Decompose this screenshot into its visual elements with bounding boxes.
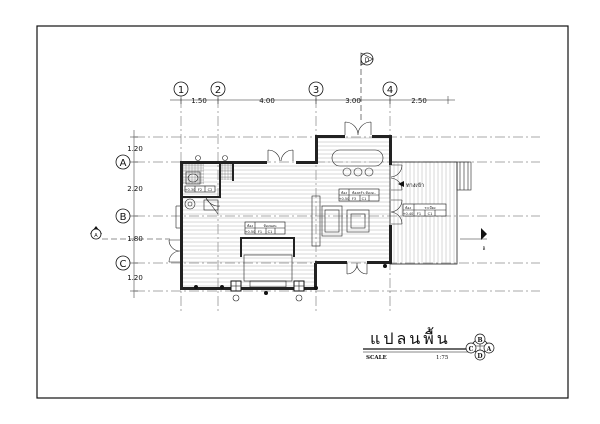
terrace-note: ทางเข้า — [406, 182, 424, 189]
top-dimension-line: 1.50 4.00 3.00 2.50 — [170, 96, 455, 105]
room-tag-terrace: ห้อง ระเบียง +0.40 F1 C1 — [403, 203, 447, 217]
room-tag-terrace-ceiling: C1 — [428, 212, 433, 216]
grid-bubble-c: C — [115, 255, 131, 271]
bath-fixtures — [184, 155, 228, 211]
grid-bubble-3: 3 — [308, 81, 324, 97]
dimension-4-edge: 2.50 — [411, 97, 427, 105]
sofa-set — [311, 195, 370, 247]
grid-bubble-2-label: 2 — [215, 85, 221, 96]
arrow-icon — [398, 181, 404, 187]
scale-label: SCALE — [366, 355, 387, 361]
grid-bubble-b: B — [115, 208, 131, 224]
room-tag-bath-floor: F2 — [198, 188, 202, 192]
grid-bubble-a-label: A — [120, 158, 127, 169]
kitchen-counter — [331, 149, 384, 177]
room-tag-bath-ceiling: C2 — [208, 188, 213, 192]
room-tag-kitchen-name: ห้องครัว-ห้องอ.. — [352, 191, 376, 195]
compass-key-left: C — [469, 346, 474, 353]
section-marker-left: A — [90, 226, 170, 240]
grid-bubble-1: 1 — [173, 81, 189, 97]
room-tag-kitchen-head: ห้อง — [341, 191, 347, 195]
room-tag-terrace-name: ระเบียง — [425, 205, 436, 210]
room-tag-living: ห้อง ห้องนอน +0.50 F1 C1 — [245, 221, 286, 235]
drawing-title: แปลนพื้น — [370, 327, 451, 348]
terrace-steps — [456, 161, 472, 191]
room-tag-terrace-level: +0.40 — [403, 212, 414, 216]
room-tag-terrace-floor: F1 — [417, 212, 421, 216]
compass-key-right: A — [486, 346, 492, 353]
grid-bubble-c-label: C — [120, 259, 127, 270]
room-tag-kitchen-level: +0.50 — [339, 197, 350, 201]
compass-key: B C A D — [465, 333, 495, 361]
room-tag-living-level: +0.50 — [245, 230, 256, 234]
section-marker-right-label: B — [483, 246, 486, 251]
room-tag-bath-level: +0.30 — [185, 188, 196, 192]
room-tag-living-floor: F1 — [258, 230, 262, 234]
grid-bubble-b-label: B — [120, 212, 127, 223]
section-marker-top-label: D — [365, 57, 370, 64]
columns — [194, 264, 387, 302]
dimension-c-edge: 1.20 — [127, 274, 143, 282]
room-tag-kitchen-floor: F3 — [352, 197, 356, 201]
room-tag-kitchen-ceiling: C1 — [362, 197, 367, 201]
scale-value: 1:75 — [436, 355, 449, 361]
sheet-border — [36, 25, 569, 399]
dimension-1-2: 1.50 — [191, 97, 207, 105]
dimension-edge-a: 1.20 — [127, 145, 143, 153]
section-marker-right: B — [460, 228, 487, 251]
grid-bubble-a: A — [115, 154, 131, 170]
room-tag-kitchen: ห้อง ห้องครัว-ห้องอ.. +0.50 F3 C1 — [339, 188, 380, 202]
compass-key-top: B — [477, 337, 482, 344]
grid-bubble-4: 4 — [382, 81, 398, 97]
room-tag-terrace-head: ห้อง — [405, 206, 411, 210]
room-tag-living-ceiling: C1 — [268, 230, 273, 234]
grid-bubble-1-label: 1 — [178, 85, 184, 96]
room-tag-bath: +0.30 F2 C2 — [185, 185, 216, 193]
dimension-3-4: 3.00 — [345, 97, 361, 105]
section-marker-left-label: A — [94, 233, 98, 239]
room-tag-living-head: ห้อง — [247, 224, 253, 228]
bath-tile-area-2 — [219, 164, 233, 180]
grid-bubble-4-label: 4 — [387, 85, 393, 96]
grid-bubble-2: 2 — [210, 81, 226, 97]
dimension-2-3: 4.00 — [259, 97, 275, 105]
bed-block — [243, 254, 293, 288]
grid-bubble-3-label: 3 — [313, 85, 319, 96]
walls — [180, 135, 458, 290]
section-marker-top: D — [360, 52, 374, 122]
room-tag-living-name: ห้องนอน — [263, 224, 277, 228]
compass-key-bottom: D — [477, 353, 482, 360]
title-block: แปลนพื้น SCALE 1:75 — [363, 327, 468, 361]
door-swings — [168, 121, 403, 275]
dimension-a-b: 2.20 — [127, 185, 143, 193]
